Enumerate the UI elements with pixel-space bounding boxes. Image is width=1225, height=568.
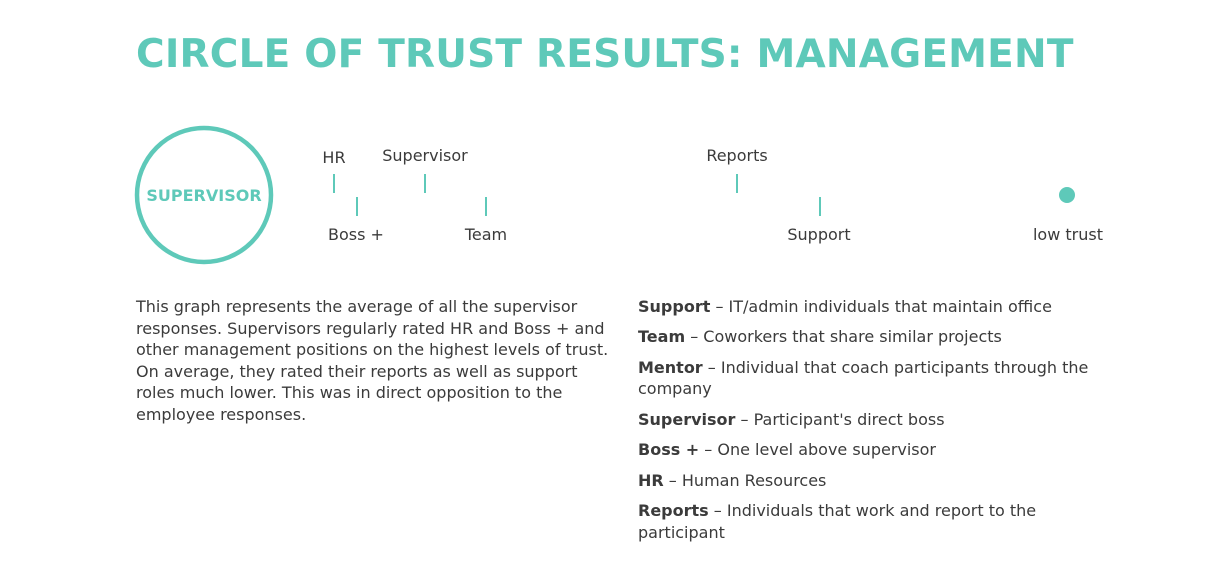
page-title: CIRCLE OF TRUST RESULTS: MANAGEMENT [136, 32, 1074, 77]
legend-separator: – [735, 409, 754, 429]
legend-item-mentor: Mentor – Individual that coach participa… [638, 357, 1108, 400]
tick-label-boss-plus: Boss + [328, 225, 384, 244]
tick-label-support: Support [787, 225, 850, 244]
legend-item-support: Support – IT/admin individuals that main… [638, 296, 1108, 318]
tick-label-team: Team [464, 225, 507, 244]
legend-term: Team [638, 327, 686, 347]
legend-item-boss-plus: Boss + – One level above supervisor [638, 439, 1108, 461]
legend-term: Support [638, 297, 711, 316]
legend-separator: – [708, 500, 727, 520]
legend-separator: – [702, 357, 721, 377]
legend-definition: One level above supervisor [717, 440, 937, 460]
trust-scale-diagram: SUPERVISOR low trust HR Supervisor Repor… [134, 125, 1103, 265]
legend-separator: – [710, 297, 729, 316]
tick-label-reports: Reports [706, 146, 767, 165]
legend-item-team: Team – Coworkers that share similar proj… [638, 326, 1108, 348]
legend-separator: – [663, 470, 682, 490]
legend-term: HR [638, 470, 664, 490]
legend-definition: Human Resources [681, 470, 827, 490]
legend-separator: – [699, 440, 718, 460]
legend-term: Supervisor [638, 409, 736, 429]
legend-item-supervisor: Supervisor – Participant's direct boss [638, 409, 1108, 431]
center-label: SUPERVISOR [146, 186, 261, 205]
supervisor-circle [134, 125, 274, 265]
legend-item-hr: HR – Human Resources [638, 470, 1108, 492]
legend-definition: Coworkers that share similar projects [703, 327, 1002, 347]
legend-term: Boss + [638, 440, 700, 460]
legend-separator: – [685, 327, 704, 347]
legend-term: Mentor [638, 357, 703, 377]
legend-item-reports: Reports – Individuals that work and repo… [638, 500, 1108, 543]
legend-definition: Individual that coach participants throu… [638, 357, 1089, 399]
low-trust-label: low trust [1033, 225, 1103, 244]
legend-definition: Individuals that work and report to the … [638, 500, 1037, 542]
legend-definition: Participant's direct boss [753, 409, 945, 429]
legend-definition: IT/admin individuals that maintain offic… [728, 297, 1052, 316]
low-trust-dot [1059, 187, 1075, 203]
tick-label-supervisor: Supervisor [382, 146, 468, 165]
legend-term: Reports [638, 500, 709, 520]
description-paragraph: This graph represents the average of all… [136, 297, 609, 424]
legend-list: Support – IT/admin individuals that main… [638, 296, 1108, 552]
tick-label-hr: HR [322, 148, 345, 167]
